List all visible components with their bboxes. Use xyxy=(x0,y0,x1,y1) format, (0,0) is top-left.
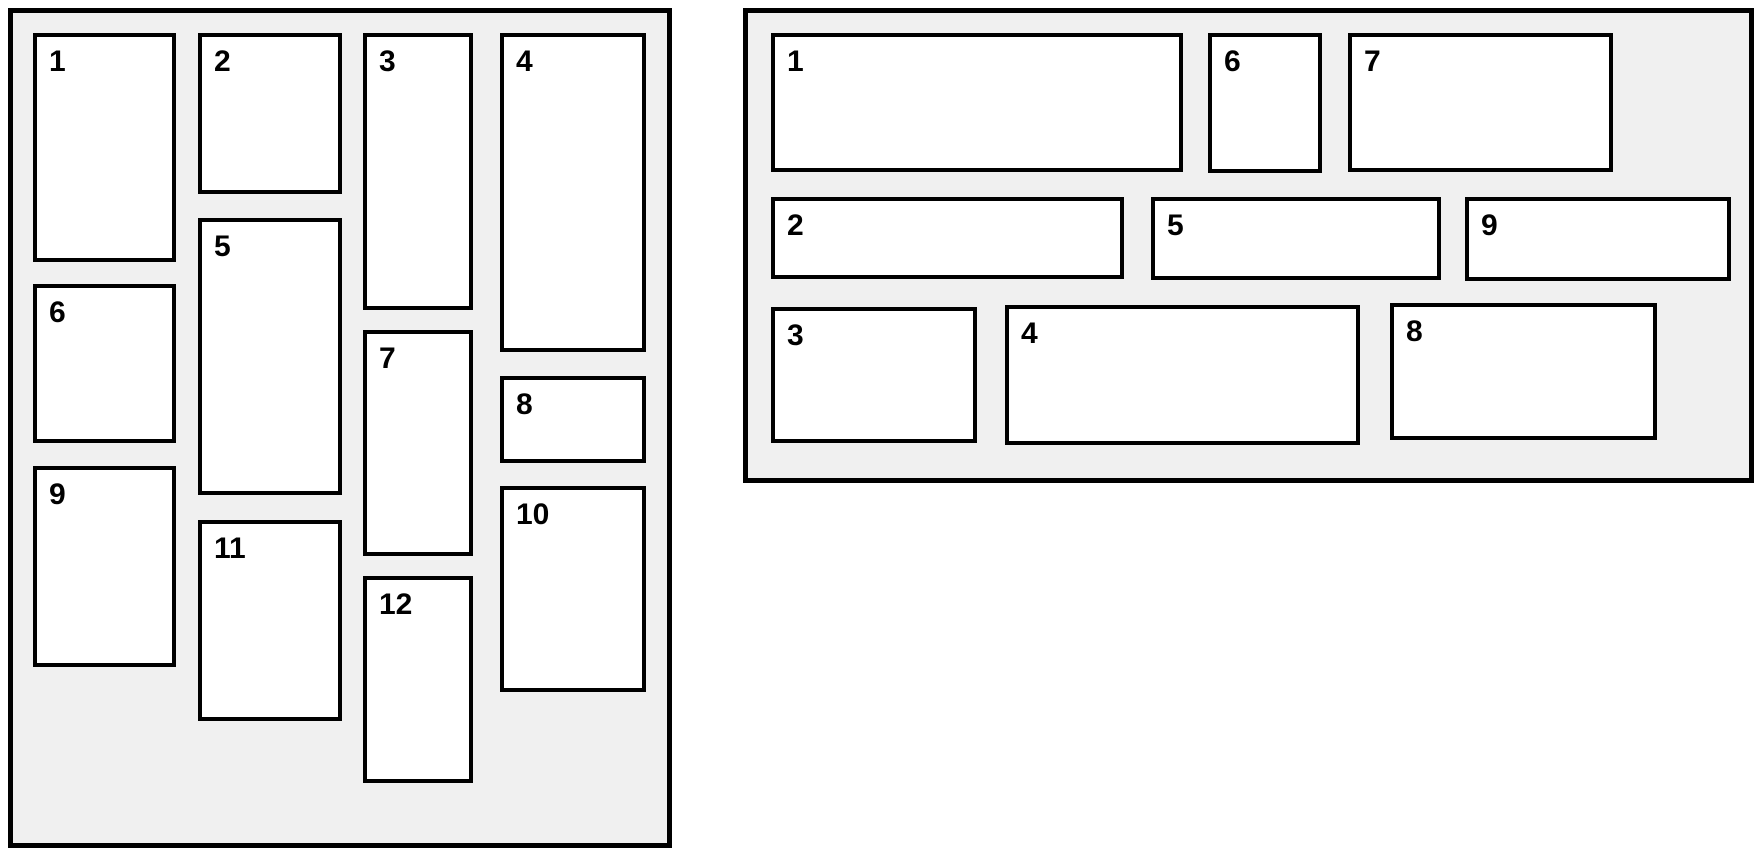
box-label: 4 xyxy=(1021,317,1038,350)
right-masonry-panel: 1 6 7 2 5 9 3 4 8 xyxy=(743,8,1754,483)
masonry-box-4: 4 xyxy=(500,33,646,352)
masonry-box-9: 9 xyxy=(1465,197,1731,281)
masonry-box-3: 3 xyxy=(363,33,473,310)
box-label: 6 xyxy=(1224,45,1241,78)
masonry-box-1: 1 xyxy=(33,33,176,262)
box-label: 1 xyxy=(49,45,66,78)
masonry-box-8: 8 xyxy=(500,376,646,463)
box-label: 9 xyxy=(1481,209,1498,242)
masonry-box-2: 2 xyxy=(771,197,1124,279)
box-label: 8 xyxy=(1406,315,1423,348)
masonry-box-5: 5 xyxy=(1151,197,1441,280)
masonry-box-6: 6 xyxy=(33,284,176,443)
masonry-box-8: 8 xyxy=(1390,303,1657,440)
masonry-box-12: 12 xyxy=(363,576,473,783)
box-label: 5 xyxy=(214,230,231,263)
box-label: 2 xyxy=(214,45,231,78)
left-masonry-panel: 1 2 3 4 5 6 7 8 9 10 11 12 xyxy=(8,8,672,848)
masonry-box-5: 5 xyxy=(198,218,342,495)
box-label: 5 xyxy=(1167,209,1184,242)
box-label: 6 xyxy=(49,296,66,329)
masonry-box-9: 9 xyxy=(33,466,176,667)
box-label: 2 xyxy=(787,209,804,242)
masonry-box-4: 4 xyxy=(1005,305,1360,445)
box-label: 9 xyxy=(49,478,66,511)
box-label: 1 xyxy=(787,45,804,78)
box-label: 3 xyxy=(787,319,804,352)
masonry-box-3: 3 xyxy=(771,307,977,443)
box-label: 3 xyxy=(379,45,396,78)
masonry-box-10: 10 xyxy=(500,486,646,692)
box-label: 4 xyxy=(516,45,533,78)
masonry-box-7: 7 xyxy=(1348,33,1613,172)
masonry-box-1: 1 xyxy=(771,33,1183,172)
masonry-box-6: 6 xyxy=(1208,33,1322,173)
box-label: 11 xyxy=(214,532,246,565)
box-label: 7 xyxy=(1364,45,1381,78)
masonry-box-11: 11 xyxy=(198,520,342,721)
box-label: 8 xyxy=(516,388,533,421)
box-label: 10 xyxy=(516,498,550,531)
masonry-box-2: 2 xyxy=(198,33,342,194)
box-label: 12 xyxy=(379,588,413,621)
box-label: 7 xyxy=(379,342,396,375)
masonry-box-7: 7 xyxy=(363,330,473,556)
